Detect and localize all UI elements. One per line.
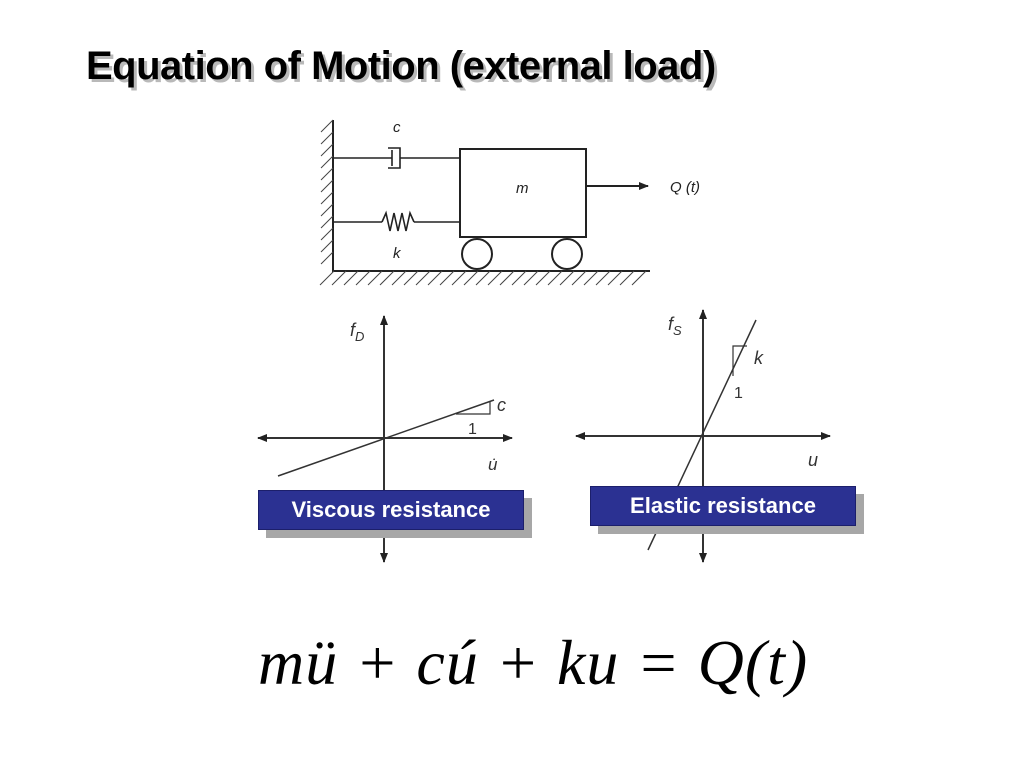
- elastic-slope-triangle: [732, 345, 747, 376]
- viscous-unit-label: 1: [468, 421, 477, 438]
- viscous-slope-triangle: [456, 402, 491, 415]
- equation-of-motion: mü + cú + ku = Q(t): [258, 627, 809, 698]
- viscous-y-label: fD: [350, 320, 364, 344]
- viscous-x-label: u̇: [488, 455, 498, 474]
- damper: [333, 147, 460, 169]
- elastic-x-label: u: [808, 450, 818, 470]
- wall-hatching: [320, 119, 334, 265]
- elastic-unit-label: 1: [734, 385, 743, 402]
- viscous-force-line: [277, 399, 495, 477]
- viscous-slope-label: c: [497, 395, 506, 415]
- elastic-slope-label: k: [754, 348, 764, 368]
- mass-spring-damper-system: c k m Q (t): [319, 119, 700, 286]
- elastic-y-label: fS: [668, 314, 682, 338]
- damper-label: c: [393, 119, 401, 136]
- load-label: Q (t): [670, 179, 700, 196]
- mass-block: [459, 148, 587, 238]
- spring: [333, 210, 460, 232]
- spring-label: k: [393, 245, 402, 262]
- ground-hatching: [319, 270, 647, 286]
- viscous-caption: Viscous resistance: [258, 490, 524, 530]
- wheel-right: [551, 238, 583, 270]
- elastic-caption: Elastic resistance: [590, 486, 856, 526]
- slide-title: Equation of Motion (external load): [86, 44, 716, 88]
- mass-label: m: [516, 180, 529, 197]
- viscous-graph: fD u̇ c 1: [257, 315, 513, 563]
- wheel-left: [461, 238, 493, 270]
